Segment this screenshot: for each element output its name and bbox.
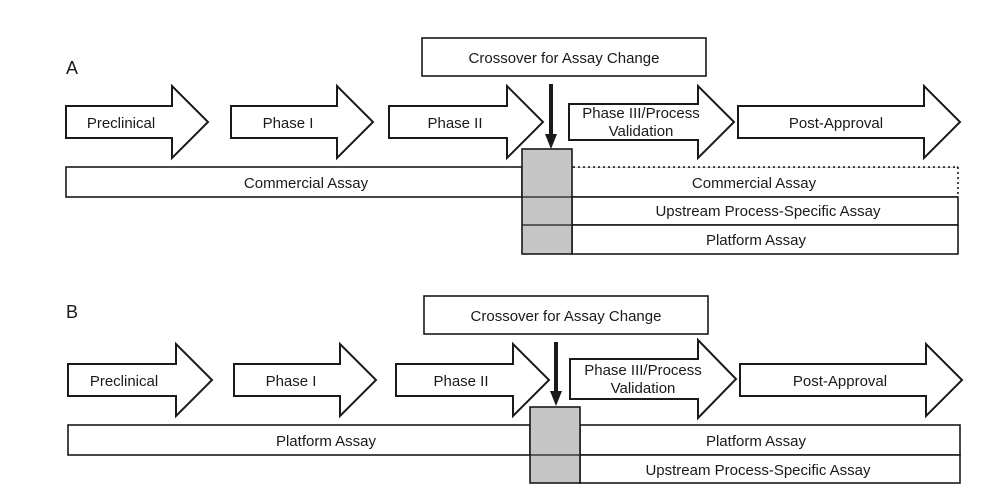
panel-a-crossover-arrow-head bbox=[545, 134, 557, 149]
panel-a-arrow-phase-2 bbox=[388, 83, 545, 161]
panel-b-crossover-label: Crossover for Assay Change bbox=[471, 308, 662, 325]
panel-a-label-right-commercial: Commercial Assay bbox=[692, 175, 817, 192]
panel-b-arrow-phase-2 bbox=[395, 341, 551, 419]
panel-b-letter: B bbox=[66, 302, 78, 322]
panel-a-letter: A bbox=[66, 58, 78, 78]
panel-a-bar-left-commercial bbox=[65, 166, 523, 198]
panel-b-bar-upstream bbox=[579, 454, 961, 484]
panel-b-arrow-preclinical bbox=[67, 341, 214, 419]
panel-a-arrow-post-approval bbox=[737, 83, 962, 161]
panel-a-label-platform: Platform Assay bbox=[706, 232, 807, 249]
panel-a-label-phase-2: Phase II bbox=[427, 115, 482, 132]
panel-b-label-post-approval: Post-Approval bbox=[793, 373, 887, 390]
panel-b-label-phase-2: Phase II bbox=[433, 373, 488, 390]
panel-b-arrow-phase-1 bbox=[233, 341, 378, 419]
panel-b-bar-left-platform bbox=[67, 424, 531, 456]
panel-a-arrow-phase-1 bbox=[230, 83, 375, 161]
panel-a-label-left-commercial: Commercial Assay bbox=[244, 175, 369, 192]
panel-a-crossover-box bbox=[421, 37, 707, 77]
panel-b-arrow-phase-3 bbox=[569, 337, 738, 421]
panel-a: A Crossover for Assay Change Preclinical… bbox=[65, 37, 962, 255]
panel-b-label-phase-3-line-1: Phase III/Process bbox=[584, 362, 702, 379]
panel-b-label-right-platform: Platform Assay bbox=[706, 433, 807, 450]
panel-a-arrow-phase-3 bbox=[568, 83, 736, 161]
panel-b-label-phase-1: Phase I bbox=[266, 373, 317, 390]
panel-b-arrow-post-approval bbox=[739, 341, 964, 419]
panel-a-crossover-label: Crossover for Assay Change bbox=[469, 50, 660, 67]
panel-a-label-preclinical: Preclinical bbox=[87, 115, 155, 132]
panel-b-crossover-column bbox=[529, 406, 581, 484]
panel-a-crossover-column bbox=[521, 148, 573, 255]
panel-b-crossover-arrow-head bbox=[550, 391, 562, 406]
panel-a-label-phase-1: Phase I bbox=[263, 115, 314, 132]
panel-b-label-left-platform: Platform Assay bbox=[276, 433, 377, 450]
panel-b-label-upstream: Upstream Process-Specific Assay bbox=[645, 462, 871, 479]
panel-a-label-phase-3-line-1: Phase III/Process bbox=[582, 105, 700, 122]
panel-a-bar-platform bbox=[571, 224, 959, 255]
panel-a-label-phase-3-line-2: Validation bbox=[609, 123, 674, 140]
panel-b-label-phase-3-line-2: Validation bbox=[611, 380, 676, 397]
panel-b: B Crossover for Assay Change Preclinical… bbox=[66, 295, 964, 484]
panel-a-label-upstream: Upstream Process-Specific Assay bbox=[655, 203, 881, 220]
panel-a-arrow-preclinical bbox=[65, 83, 210, 161]
panel-b-crossover-box bbox=[423, 295, 709, 335]
panel-a-label-post-approval: Post-Approval bbox=[789, 115, 883, 132]
panel-b-label-preclinical: Preclinical bbox=[90, 373, 158, 390]
